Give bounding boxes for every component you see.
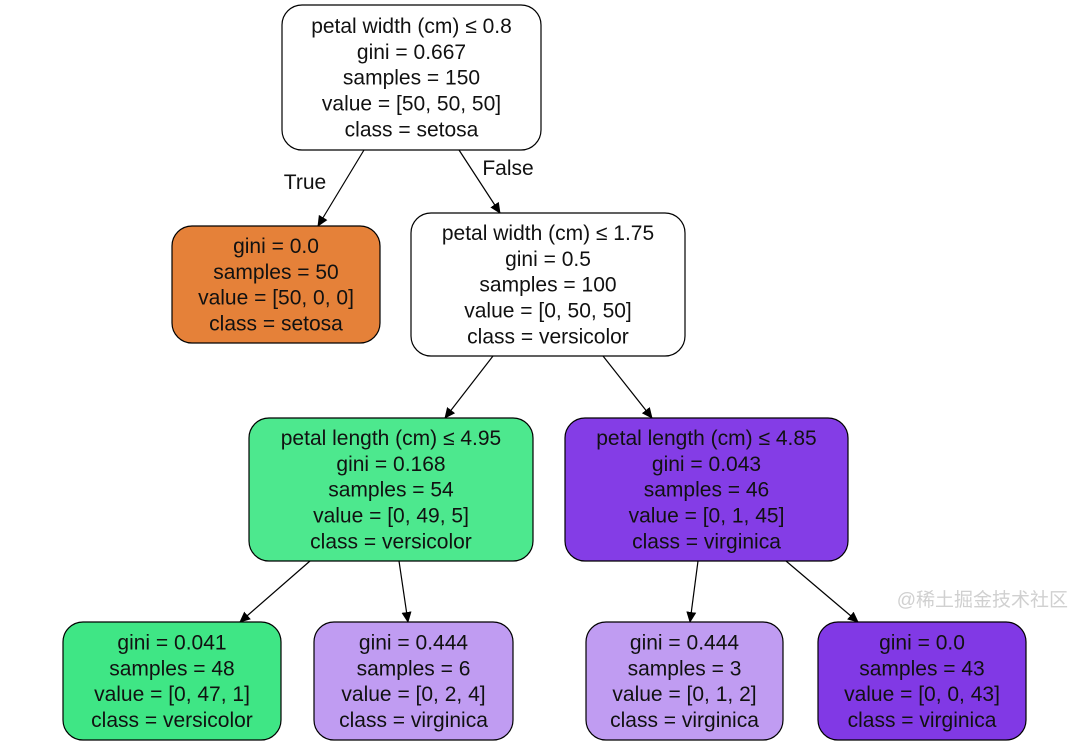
node-line: class = versicolor [467,325,629,348]
node-line: petal length (cm) ≤ 4.85 [596,427,816,450]
edge-n4-n8 [785,560,859,623]
tree-node-n2: petal width (cm) ≤ 1.75 gini = 0.5 samples… [410,212,686,357]
edge-label: True [284,171,326,194]
node-box [248,417,534,562]
edge-label: False [482,157,533,180]
node-line: value = [0, 0, 43] [844,683,1000,706]
node-box [410,212,686,357]
node-line: samples = 48 [109,657,235,680]
node-line: class = setosa [209,312,343,335]
node-line: gini = 0.041 [117,632,226,655]
node-line: samples = 54 [328,479,454,502]
node-line: value = [50, 0, 0] [198,287,354,310]
node-line: value = [0, 47, 1] [94,683,250,706]
node-line: class = versicolor [91,709,253,732]
node-line: samples = 150 [343,67,480,90]
node-line: class = virginica [339,709,488,732]
edge-n3-n6 [398,560,412,623]
node-box [817,621,1027,741]
node-line: gini = 0.0 [233,235,319,258]
edge-n3-n5 [239,560,311,623]
edge-n2-n3 [444,355,494,419]
node-line: class = virginica [610,709,759,732]
node-line: samples = 43 [859,657,985,680]
node-line: class = virginica [632,530,781,553]
node-box [564,417,849,562]
node-line: class = setosa [345,118,479,141]
tree-node-n3: petal length (cm) ≤ 4.95 gini = 0.168 samp… [248,417,534,562]
node-line: samples = 6 [357,657,471,680]
watermark: @稀土掘金技术社区 [897,589,1068,611]
node-line: value = [0, 1, 2] [612,683,756,706]
node-box [171,225,381,344]
tree-node-n4: petal length (cm) ≤ 4.85 gini = 0.043 samp… [564,417,849,562]
node-line: samples = 50 [213,261,339,284]
node-line: samples = 46 [644,479,770,502]
node-line: gini = 0.444 [630,632,739,655]
edge-root-n2 [458,149,501,214]
node-line: class = virginica [848,709,997,732]
node-line: gini = 0.667 [357,41,466,64]
node-line: samples = 100 [479,274,616,297]
node-line: gini = 0.0 [879,632,965,655]
node-box [62,621,282,741]
node-line: value = [0, 2, 4] [341,683,485,706]
tree-node-root: petal width (cm) ≤ 0.8 gini = 0.667 sample… [281,4,542,151]
node-box [313,621,514,741]
node-line: gini = 0.444 [359,632,468,655]
node-box [585,621,784,741]
node-line: petal width (cm) ≤ 0.8 [311,15,512,38]
node-line: petal width (cm) ≤ 1.75 [442,222,654,245]
node-box [281,4,542,151]
node-line: gini = 0.168 [336,453,445,476]
edge-root-n1 [317,149,365,227]
node-line: value = [0, 1, 45] [629,505,785,528]
node-line: class = versicolor [310,530,472,553]
node-line: petal length (cm) ≤ 4.95 [281,427,501,450]
node-line: gini = 0.5 [505,248,591,271]
node-line: value = [50, 50, 50] [322,93,501,116]
edge-n2-n4 [602,355,653,419]
node-line: value = [0, 49, 5] [313,505,469,528]
node-line: samples = 3 [628,657,742,680]
node-line: gini = 0.043 [652,453,761,476]
node-line: value = [0, 50, 50] [464,300,632,323]
edge-n4-n7 [686,560,699,623]
tree-node-n1: gini = 0.0 samples = 50 value = [50, 0, 0]… [171,225,381,344]
